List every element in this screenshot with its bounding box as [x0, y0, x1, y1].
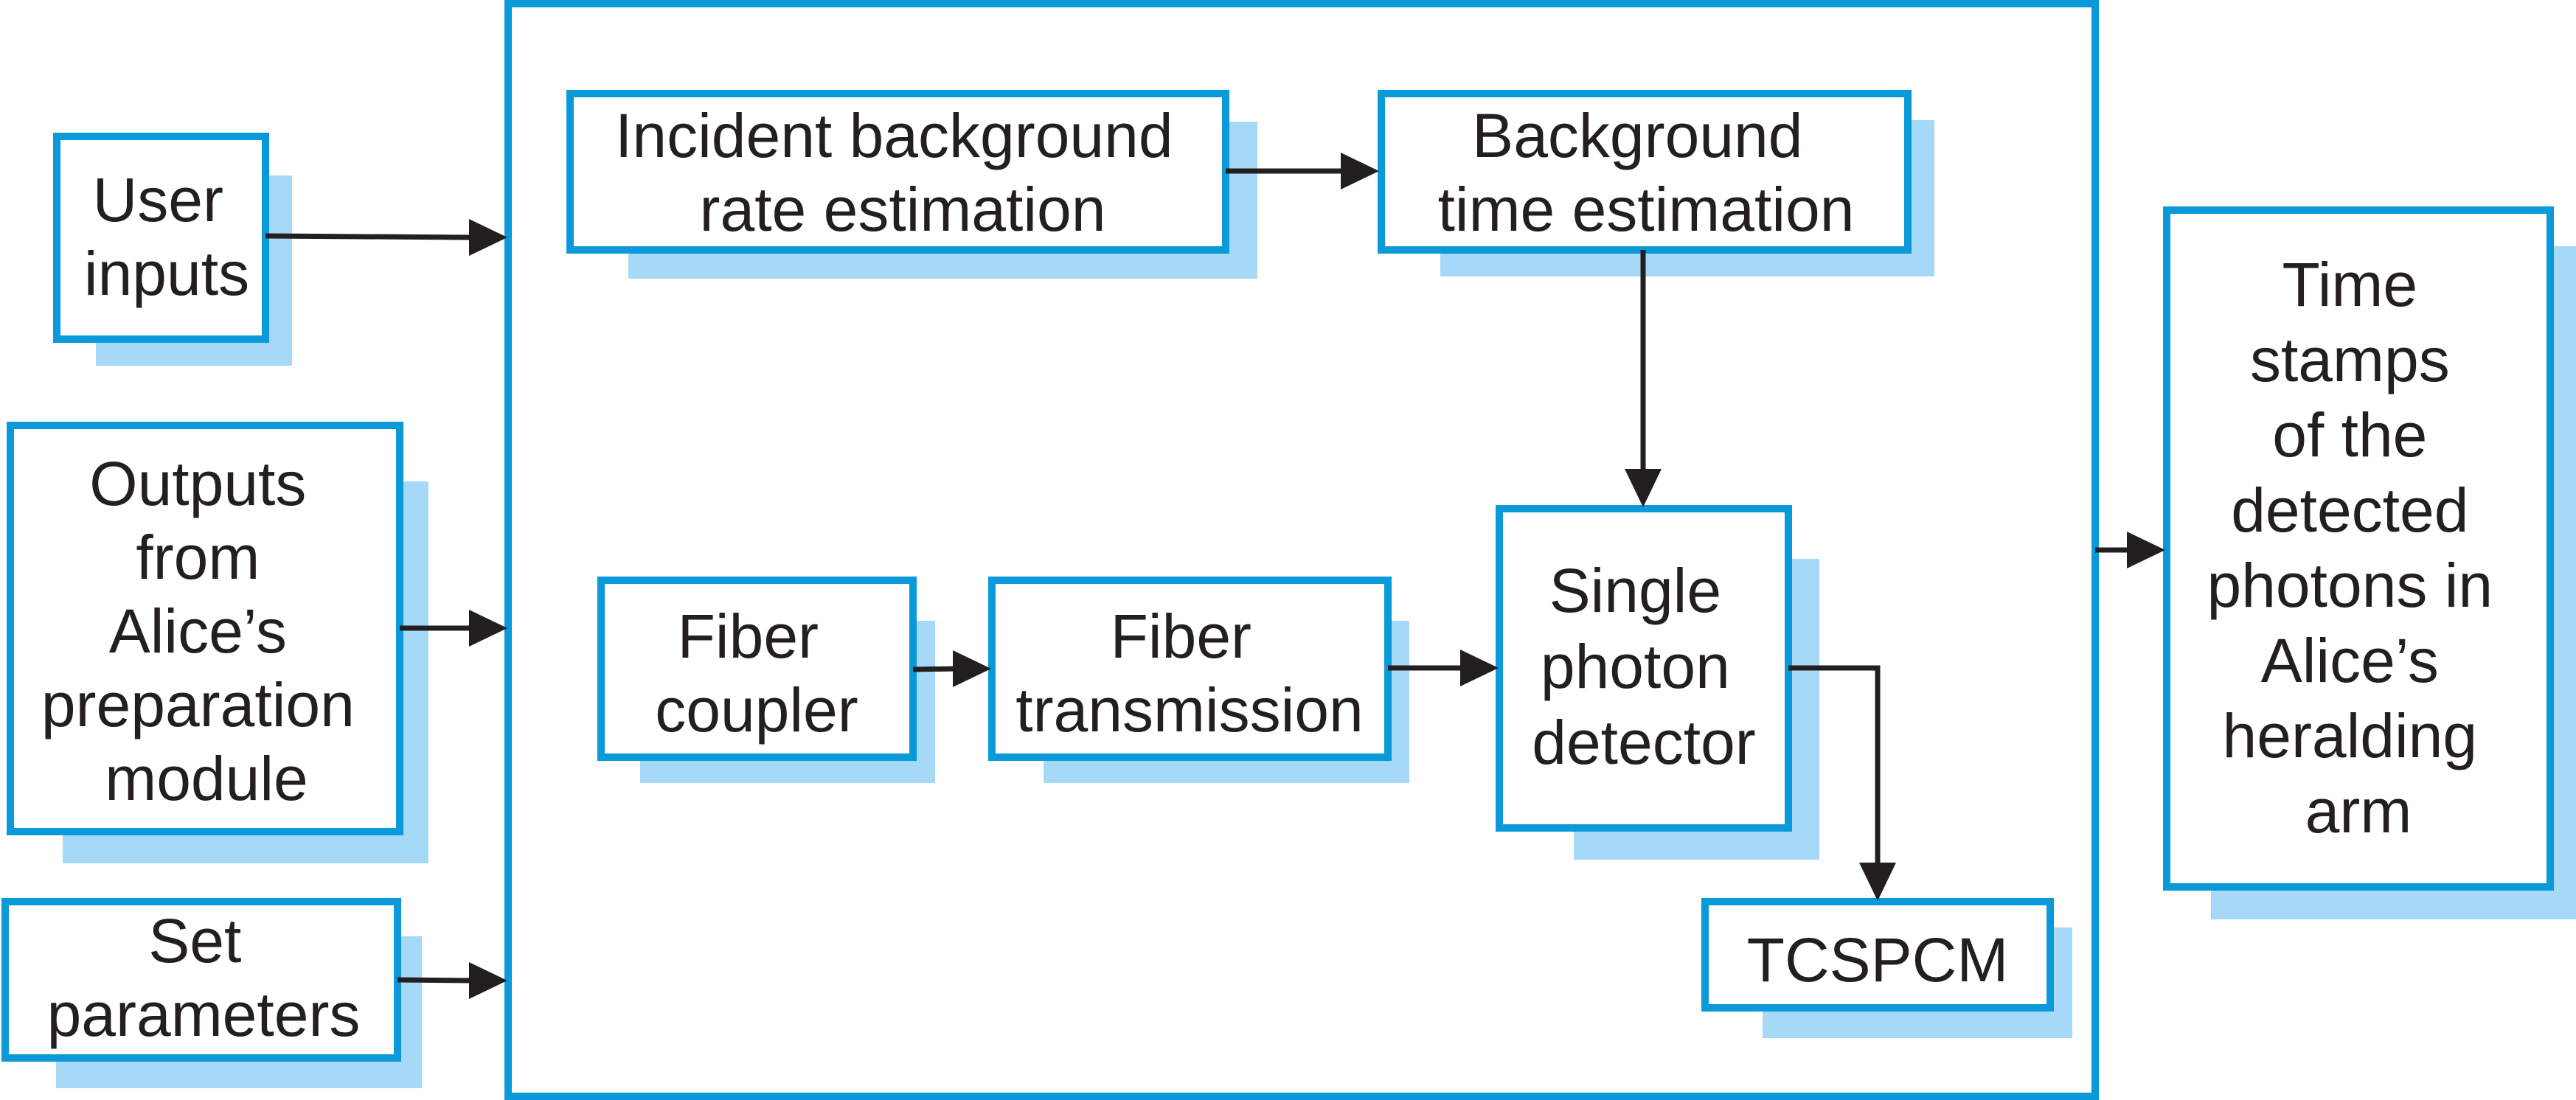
- time-stamps-block: Time stamps of the detected photons in A…: [2163, 206, 2576, 919]
- tcspcm-label: TCSPCM: [1747, 925, 2009, 995]
- arrow-detector-to-tcspcm: [1788, 665, 1896, 901]
- arrow-frame-to-time-stamps: [2095, 532, 2165, 568]
- set-parameters-block: Set parameters: [1, 898, 422, 1088]
- incident-background-label: Incident background rate estimation: [615, 101, 1190, 244]
- fiber-transmission-label: Fiber transmission: [1016, 602, 1363, 745]
- background-time-block: Background time estimation: [1378, 90, 1934, 276]
- set-parameters-label: Set parameters: [47, 906, 361, 1049]
- single-photon-detector-block: Single photon detector: [1496, 505, 1819, 860]
- alice-outputs-block: Outputs from Alice’s preparation module: [7, 422, 428, 863]
- fiber-coupler-label: Fiber coupler: [655, 602, 858, 745]
- arrow-alice-outputs-to-frame: [400, 610, 507, 647]
- incident-background-block: Incident background rate estimation: [566, 90, 1257, 279]
- arrow-background-time-to-detector: [1625, 250, 1662, 507]
- single-photon-detector-label: Single photon detector: [1532, 556, 1756, 777]
- arrow-user-inputs-to-frame: [265, 219, 507, 256]
- fiber-coupler-block: Fiber coupler: [597, 577, 935, 783]
- time-stamps-label: Time stamps of the detected photons in A…: [2207, 250, 2510, 846]
- user-inputs-block: User inputs: [53, 133, 292, 366]
- background-time-label: Background time estimation: [1438, 101, 1855, 244]
- arrow-coupler-to-transmission: [912, 650, 991, 687]
- alice-outputs-label: Outputs from Alice’s preparation module: [41, 449, 372, 813]
- arrow-set-parameters-to-frame: [397, 962, 507, 999]
- user-inputs-label: User inputs: [84, 165, 249, 308]
- arrow-transmission-to-detector: [1388, 650, 1499, 686]
- tcspcm-block: TCSPCM: [1701, 898, 2072, 1038]
- arrow-incident-to-background-time: [1226, 153, 1379, 189]
- fiber-transmission-block: Fiber transmission: [988, 577, 1409, 783]
